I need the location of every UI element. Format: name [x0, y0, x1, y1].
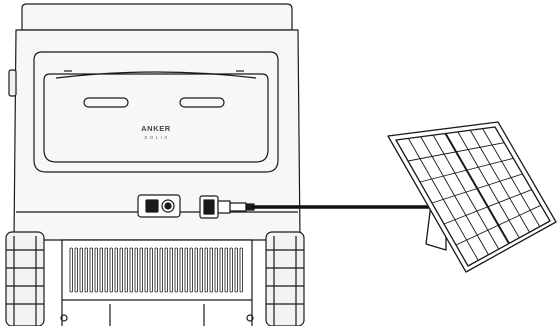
- vent-slot: [139, 247, 143, 293]
- foot-bolt-right: [246, 314, 254, 322]
- screen-housing: [33, 51, 279, 173]
- panel-cell-row-line: [431, 173, 523, 204]
- vent-slot: [99, 247, 103, 293]
- vent-slot: [234, 247, 238, 293]
- vent-slot: [174, 247, 178, 293]
- vent-slot: [89, 247, 93, 293]
- vent-grille-frame: [61, 239, 253, 301]
- vent-slot: [109, 247, 113, 293]
- left-wheel: [5, 231, 45, 326]
- vent-slot: [224, 247, 228, 293]
- power-station: [5, 3, 305, 326]
- vent-slot: [104, 247, 108, 293]
- foot-bolt-left: [60, 314, 68, 322]
- vent-slot: [84, 247, 88, 293]
- vent-slot: [169, 247, 173, 293]
- vent-slot: [79, 247, 83, 293]
- vent-slot: [184, 247, 188, 293]
- vent-slot: [129, 247, 133, 293]
- vent-slot: [194, 247, 198, 293]
- screen-top-curve: [55, 71, 257, 79]
- vent-slot: [239, 247, 243, 293]
- solar-input-plug: [199, 195, 255, 219]
- panel-cell-row-line: [455, 204, 542, 246]
- side-handle: [8, 69, 17, 97]
- ac-port: [137, 194, 181, 218]
- screen-pill-right: [179, 97, 225, 108]
- vent-slot: [219, 247, 223, 293]
- top-lid: [21, 3, 293, 31]
- vent-slot: [124, 247, 128, 293]
- brand-logo: ANKER SOLIX: [141, 124, 171, 140]
- vent-slot: [74, 247, 78, 293]
- vent-slot: [229, 247, 233, 293]
- vent-slot: [214, 247, 218, 293]
- screen-bezel: [43, 73, 269, 163]
- vent-slot: [69, 247, 73, 293]
- panel-cell-row-line: [443, 189, 532, 225]
- feet: [61, 300, 253, 326]
- vent-slot: [154, 247, 158, 293]
- vent-slot: [204, 247, 208, 293]
- screen-pill-left: [83, 97, 129, 108]
- vent-slot: [149, 247, 153, 293]
- vent-slot: [199, 247, 203, 293]
- solar-panel: [387, 121, 557, 273]
- panel-cell-row-line: [407, 142, 505, 162]
- vent-slot: [164, 247, 168, 293]
- panel-cell-row-line: [419, 157, 514, 183]
- vent-slot: [209, 247, 213, 293]
- vent-slot: [179, 247, 183, 293]
- logo-brand: ANKER: [141, 124, 171, 133]
- vent-slot: [144, 247, 148, 293]
- vent-slot: [159, 247, 163, 293]
- vent-slot: [119, 247, 123, 293]
- vent-slot: [134, 247, 138, 293]
- vent-slot: [189, 247, 193, 293]
- vent-grille-slots: [69, 247, 243, 293]
- vent-slot: [114, 247, 118, 293]
- panel-cells: [407, 128, 542, 261]
- right-wheel: [265, 231, 305, 326]
- vent-slot: [94, 247, 98, 293]
- logo-sub: SOLIX: [144, 135, 169, 140]
